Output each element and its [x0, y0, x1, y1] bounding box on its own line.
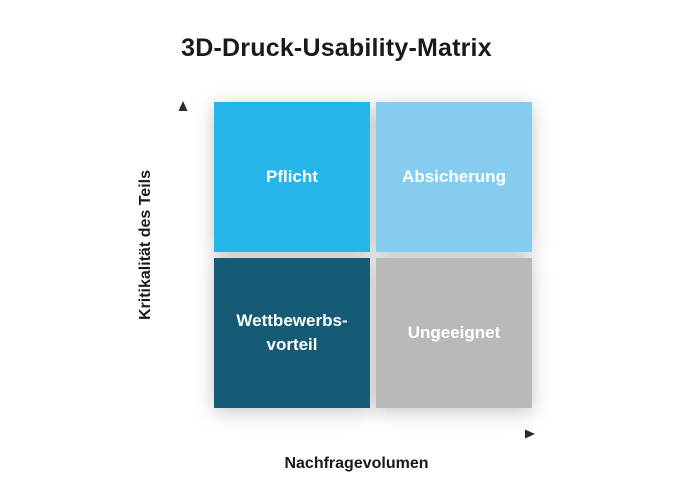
quadrant-label: Absicherung: [402, 167, 506, 186]
quadrant-label: Wettbewerbs- vorteil: [236, 311, 348, 354]
x-axis-arrow: [236, 429, 535, 439]
quadrant-wettbewerbsvorteil: Wettbewerbs- vorteil: [214, 258, 370, 408]
quadrant-label: Ungeeignet: [407, 323, 501, 342]
quadrant-pflicht: Pflicht: [214, 102, 370, 252]
quadrant-absicherung: Absicherung: [376, 102, 532, 252]
matrix-title: 3D-Druck-Usability-Matrix: [181, 34, 492, 62]
y-axis-label: Kritikalität des Teils: [137, 170, 154, 320]
y-axis-arrow: [178, 101, 188, 382]
quadrant-label: Pflicht: [266, 167, 318, 186]
x-axis-label: Nachfragevolumen: [284, 455, 429, 472]
usability-matrix: Pflicht Absicherung Wettbewerbs- vorteil…: [214, 102, 534, 408]
quadrant-ungeeignet: Ungeeignet: [376, 258, 532, 408]
